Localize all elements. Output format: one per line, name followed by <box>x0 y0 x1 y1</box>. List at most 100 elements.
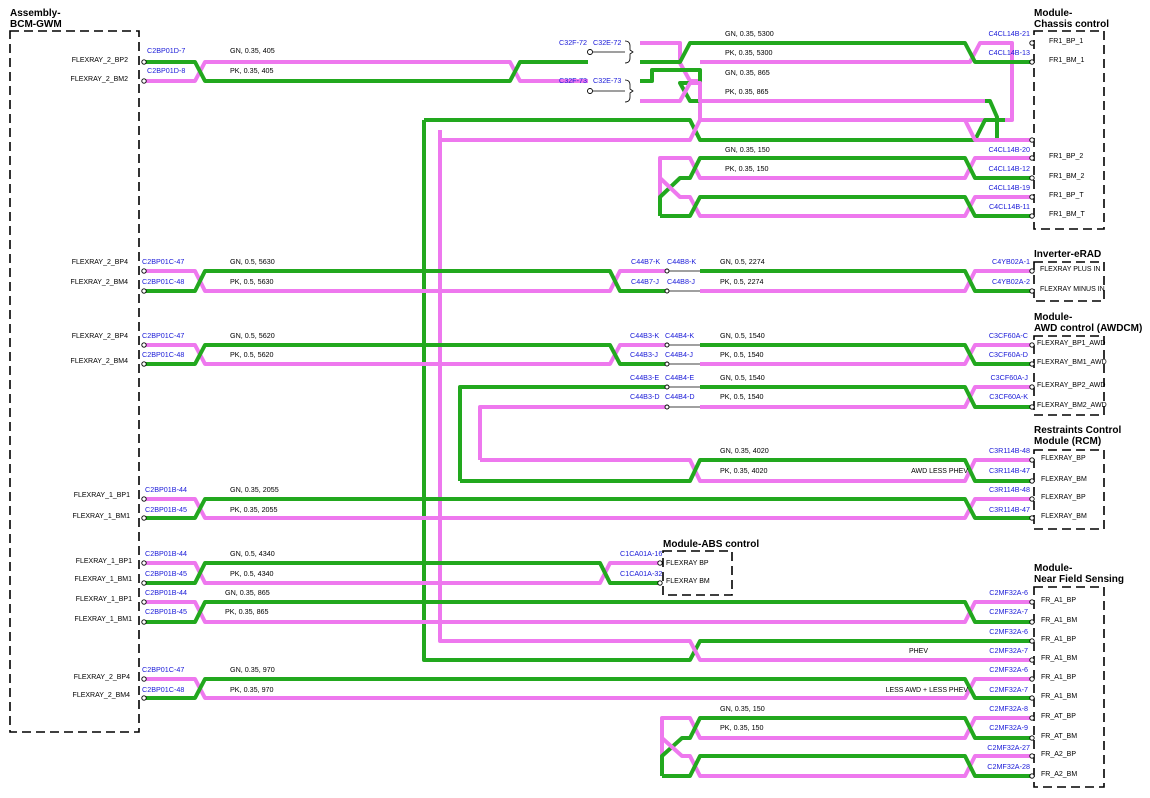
wire-label: GN, 0.35, 405 <box>230 46 275 55</box>
terminal-icon <box>141 288 147 294</box>
terminal-icon <box>141 695 147 701</box>
wire-pk-a2 <box>660 736 1032 778</box>
pin-label: FLEXRAY_2_BM4 <box>71 279 129 286</box>
connector-label: C2MF32A-6 <box>989 665 1028 674</box>
connector-label: C2BP01B-45 <box>145 607 187 616</box>
wire-gn-120 <box>424 118 1005 142</box>
connector-label: C4YB02A-2 <box>992 277 1030 286</box>
connector-label: C2MF32A-9 <box>989 723 1028 732</box>
bracket-icon <box>593 40 634 64</box>
wire-pk-4020 <box>480 458 1032 483</box>
pin-label: FLEXRAY_BM1_AWD <box>1037 359 1107 366</box>
pin-label: FLEXRAY_1_BM1 <box>75 576 133 583</box>
connector-label: C1CA01A-32 <box>620 569 662 578</box>
terminal-icon <box>141 619 147 625</box>
inverter-title: Inverter-eRAD <box>1034 249 1101 260</box>
wire-gn-4020 <box>460 458 1032 483</box>
terminal-icon <box>1029 457 1035 463</box>
pin-label: FLEXRAY_2_BP4 <box>72 333 128 340</box>
terminal-icon <box>1029 175 1035 181</box>
bcm-title: Assembly-BCM-GWM <box>10 8 62 30</box>
abs-box <box>662 550 733 596</box>
terminal-icon <box>1029 342 1035 348</box>
connector-label: C32E-72 <box>593 38 621 47</box>
wire-pk-150-nf <box>660 716 1032 756</box>
connector-label: C44B3-D <box>630 392 660 401</box>
bracket-icon <box>593 79 634 103</box>
pin-label: FLEXRAY_1_BM1 <box>75 616 133 623</box>
pin-label: FLEXRAY_2_BP2 <box>72 57 128 64</box>
terminal-icon <box>141 78 147 84</box>
terminal-icon <box>1029 599 1035 605</box>
connector-label: C44B4-J <box>665 350 693 359</box>
terminal-icon <box>1029 496 1035 502</box>
pin-label: FLEXRAY_BM <box>1041 513 1087 520</box>
wire-label: GN, 0.5, 1540 <box>720 331 765 340</box>
nfs-title-l2: Near Field Sensing <box>1034 574 1124 585</box>
connector-label: C3CF60A-D <box>989 350 1028 359</box>
pin-labels: FLEXRAY_2_BP2FLEXRAY_2_BM2FLEXRAY_2_BP4F… <box>71 38 1107 778</box>
wire-gn-150-ch <box>658 156 1032 216</box>
connector-label: C2BP01D-7 <box>147 46 185 55</box>
connector-label: C32E-73 <box>593 76 621 85</box>
wire-pk-T-ch <box>658 176 1032 218</box>
terminal-icon <box>1029 735 1035 741</box>
connector-label: C4CL14B-12 <box>988 164 1030 173</box>
option-note: LESS AWD + LESS PHEV <box>886 687 969 694</box>
pin-label: FR_A2_BP <box>1041 751 1076 758</box>
terminal-icon <box>1029 194 1035 200</box>
connector-label: C2BP01C-48 <box>142 350 184 359</box>
connector-label: C2BP01C-48 <box>142 277 184 286</box>
wire-pk-405 <box>144 60 588 83</box>
pin-label: FR1_BP_T <box>1049 192 1084 199</box>
connector-label: C2BP01D-8 <box>147 66 185 75</box>
terminal-icon <box>1029 59 1035 65</box>
pin-label: FLEXRAY_1_BM1 <box>73 513 131 520</box>
wire-label: PK, 0.35, 5300 <box>725 48 773 57</box>
terminal-icon <box>1029 695 1035 701</box>
terminal-icon <box>141 342 147 348</box>
terminal-icon <box>1029 478 1035 484</box>
pin-label: FR1_BM_1 <box>1049 57 1085 64</box>
wire-pk-970 <box>144 677 1032 700</box>
pin-label: FR_A1_BP <box>1041 597 1076 604</box>
terminal-icon <box>1029 753 1035 759</box>
terminal-icon <box>1029 515 1035 521</box>
wire-label: PK, 0.5, 1540 <box>720 350 764 359</box>
wire-label: GN, 0.5, 5630 <box>230 257 275 266</box>
pin-label: FLEXRAY BM <box>666 578 710 585</box>
wire-label: PK, 0.5, 4340 <box>230 569 274 578</box>
connector-label: C32F-73 <box>559 76 587 85</box>
wire-gn-5300 <box>640 41 1032 64</box>
connector-label: C3CF60A-C <box>989 331 1028 340</box>
chassis-box <box>1033 30 1105 230</box>
connector-label: C2MF32A-8 <box>989 704 1028 713</box>
connector-label: C2MF32A-6 <box>989 627 1028 636</box>
terminal-icon <box>141 580 147 586</box>
connector-label: C44B8-J <box>667 277 695 286</box>
inverter-box <box>1033 261 1105 302</box>
wire-label: PK, 0.35, 865 <box>725 87 769 96</box>
terminal-icon <box>141 599 147 605</box>
connector-label: C44B3-E <box>630 373 659 382</box>
connector-label: C3R114B-47 <box>989 505 1030 514</box>
pin-label: FLEXRAY BP <box>666 560 709 567</box>
wire-label: GN, 0.35, 4020 <box>720 446 769 455</box>
terminal-icon <box>1029 638 1035 644</box>
connector-label: C4CL14B-21 <box>988 29 1030 38</box>
connector-label: C32F-72 <box>559 38 587 47</box>
bcm-title-l1: Assembly- <box>10 8 61 19</box>
pin-label: FLEXRAY_BP <box>1041 455 1086 462</box>
pin-label: FR1_BM_T <box>1049 211 1086 218</box>
connector-label: C2BP01C-47 <box>142 665 184 674</box>
pin-label: FR_A1_BM <box>1041 655 1077 662</box>
wire-gn-spur-chassis <box>422 120 1032 662</box>
terminal-icon <box>1029 657 1035 663</box>
wire-label: PK, 0.5, 5630 <box>230 277 274 286</box>
pin-terminals <box>141 40 1035 779</box>
connector-label: C4CL14B-19 <box>988 183 1030 192</box>
pin-label: FLEXRAY_2_BP4 <box>72 259 128 266</box>
nfs-title: Module-Near Field Sensing <box>1034 563 1124 585</box>
